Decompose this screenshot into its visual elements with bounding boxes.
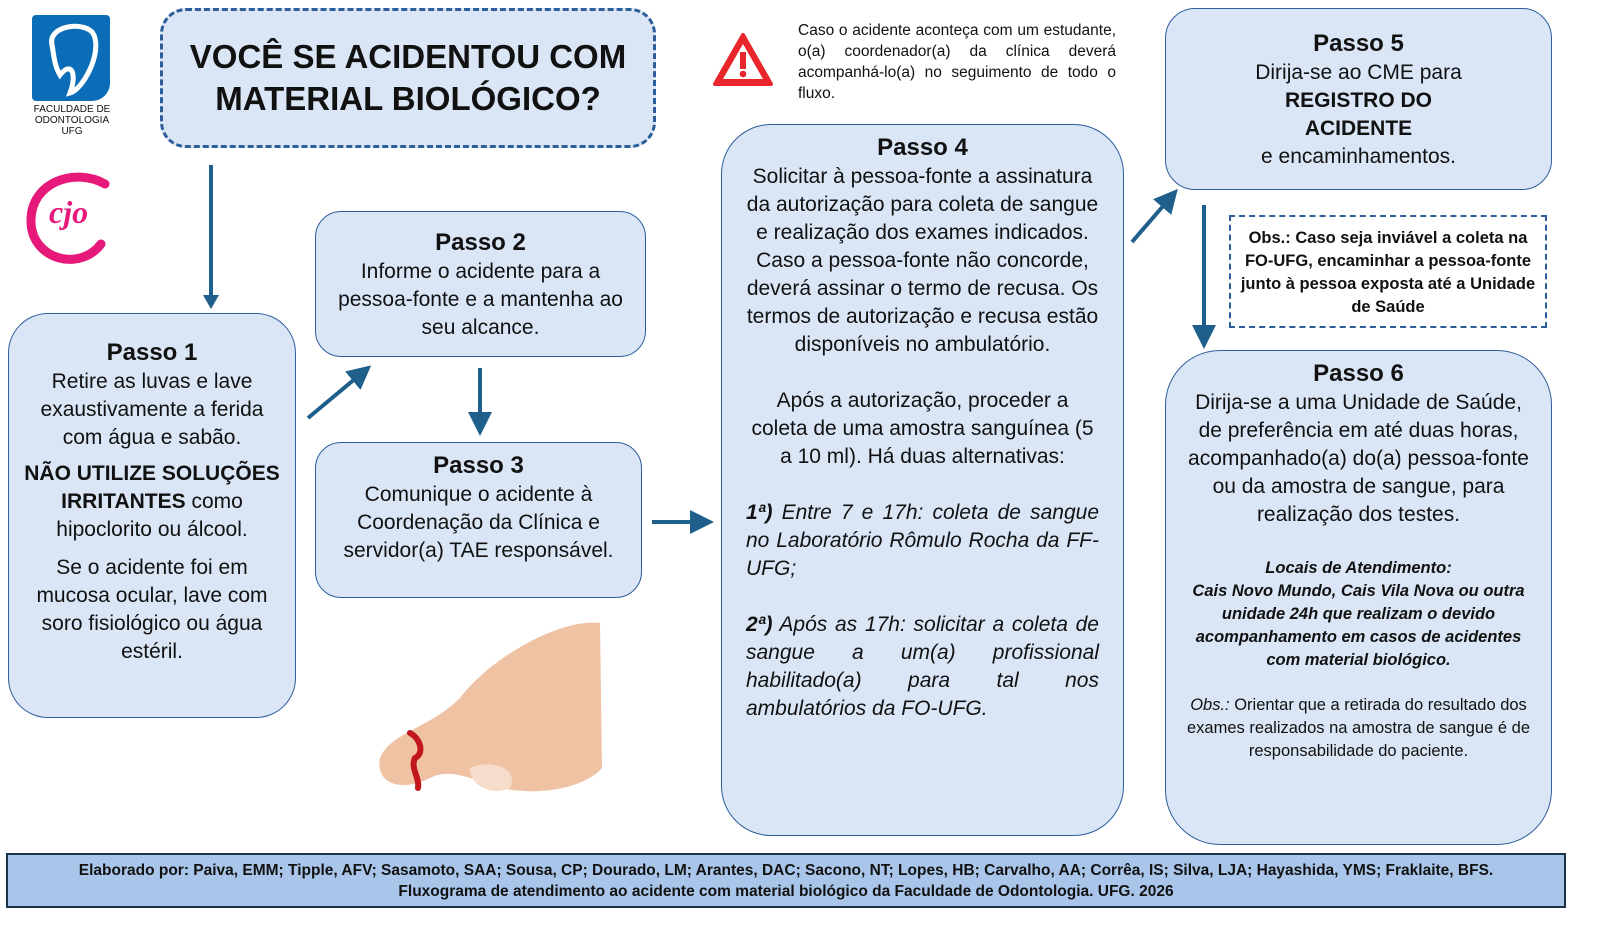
passo-4-text: Solicitar à pessoa-fonte a assinatura da… bbox=[746, 165, 1099, 356]
locais-title: Locais de Atendimento: bbox=[1265, 559, 1452, 577]
passo-4-title: Passo 4 bbox=[877, 134, 968, 161]
fo-ufg-logo: FACULDADE DE ODONTOLOGIA UFG bbox=[32, 15, 112, 137]
passo-5-text: Dirija-se ao CME para bbox=[1255, 61, 1462, 84]
passo-1-text: como hipoclorito ou álcool. bbox=[56, 490, 248, 541]
locais-text: Cais Novo Mundo, Cais Vila Nova ou outra… bbox=[1192, 582, 1525, 669]
passo-1-text-2: Se o acidente foi em mucosa ocular, lave… bbox=[36, 556, 268, 663]
obs-text: Orientar que a retirada do resultado dos… bbox=[1186, 696, 1531, 760]
warning-triangle-icon bbox=[713, 33, 773, 86]
obs-note: Obs.: Caso seja inviável a coleta na FO-… bbox=[1229, 215, 1547, 328]
passo-6-box: Passo 6 Dirija-se a uma Unidade de Saúde… bbox=[1165, 350, 1552, 845]
passo-5-bold: REGISTRO DO ACIDENTE bbox=[1284, 89, 1432, 140]
passo-1-title: Passo 1 bbox=[106, 339, 198, 366]
page-title: VOCÊ SE ACIDENTOU COM bbox=[189, 38, 627, 75]
passo-6-text: Dirija-se a uma Unidade de Saúde, de pre… bbox=[1188, 391, 1529, 526]
passo-4-text-2: Após a autorização, proceder a coleta de… bbox=[751, 389, 1094, 468]
cjo-text: cjo bbox=[49, 194, 89, 230]
passo-2-title: Passo 2 bbox=[435, 229, 526, 256]
passo-1-warning: NÃO UTILIZE SOLUÇÕES IRRITANTES bbox=[24, 462, 280, 513]
tooth-icon bbox=[32, 15, 110, 101]
alt-2-label: 2ª) bbox=[746, 613, 773, 636]
passo-3-text: Comunique o acidente à Coordenação da Cl… bbox=[343, 483, 614, 562]
passo-5-text-2: e encaminhamentos. bbox=[1261, 145, 1456, 168]
bleeding-finger-image bbox=[379, 622, 602, 792]
footer-credits: Elaborado por: Paiva, EMM; Tipple, AFV; … bbox=[6, 853, 1566, 908]
arrow-down bbox=[209, 165, 213, 297]
passo-2-box: Passo 2 Informe o acidente para a pessoa… bbox=[315, 211, 646, 357]
passo-5-box: Passo 5 Dirija-se ao CME para REGISTRO D… bbox=[1165, 8, 1552, 190]
passo-3-box: Passo 3 Comunique o acidente à Coordenaç… bbox=[315, 442, 642, 598]
passo-1-text: Retire as luvas e lave exaustivamente a … bbox=[40, 370, 264, 449]
alt-1-text: Entre 7 e 17h: coleta de sangue no Labor… bbox=[746, 501, 1099, 580]
arrow-head bbox=[203, 295, 219, 309]
passo-6-title: Passo 6 bbox=[1313, 360, 1404, 387]
passo-4-box: Passo 4 Solicitar à pessoa-fonte a assin… bbox=[721, 124, 1124, 836]
alt-1-label: 1ª) bbox=[746, 501, 773, 524]
logo-text: UFG bbox=[61, 126, 83, 137]
alt-2-text: Após as 17h: solicitar a coleta de sangu… bbox=[746, 613, 1099, 720]
cjo-logo: cjo bbox=[25, 172, 117, 268]
passo-5-title: Passo 5 bbox=[1313, 30, 1404, 57]
passo-1-box: Passo 1 Retire as luvas e lave exaustiva… bbox=[8, 313, 296, 718]
page-title: MATERIAL BIOLÓGICO? bbox=[215, 80, 601, 117]
title-box: VOCÊ SE ACIDENTOU COM MATERIAL BIOLÓGICO… bbox=[160, 8, 656, 148]
logo-text: ODONTOLOGIA bbox=[34, 115, 110, 126]
obs-label: Obs.: bbox=[1190, 696, 1230, 714]
passo-2-text: Informe o acidente para a pessoa-fonte e… bbox=[338, 260, 623, 339]
warning-text: Caso o acidente aconteça com um estudant… bbox=[798, 22, 1116, 102]
logo-text: FACULDADE DE bbox=[33, 104, 111, 115]
passo-3-title: Passo 3 bbox=[433, 452, 524, 479]
